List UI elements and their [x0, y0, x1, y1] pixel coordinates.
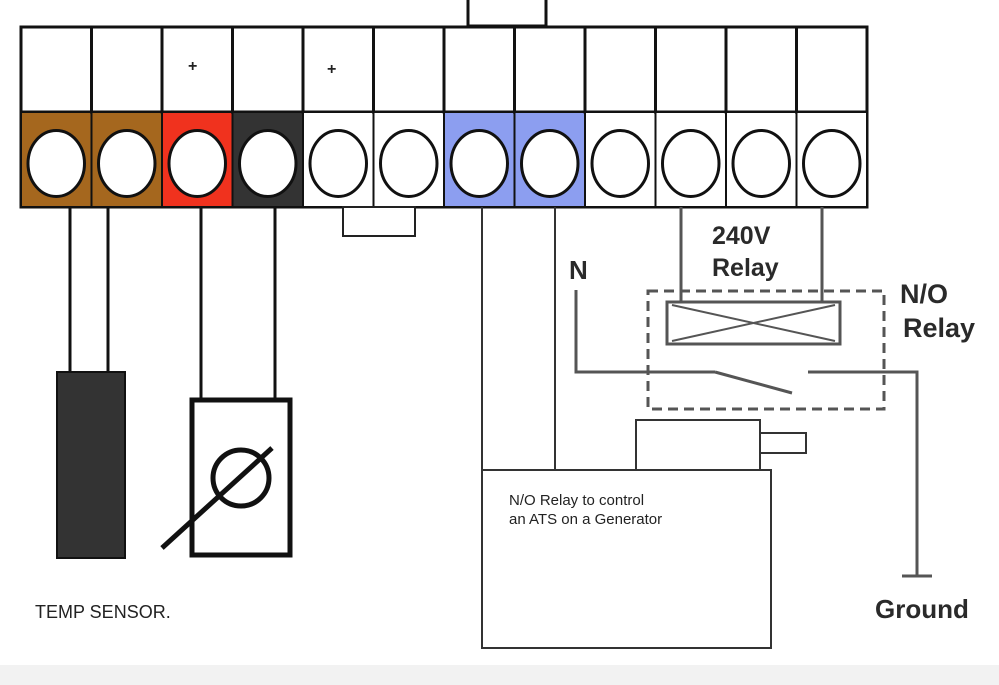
temp-sensor-label: TEMP SENSOR.	[35, 602, 171, 622]
ground-label: Ground	[875, 594, 969, 624]
terminal-screw-icon	[449, 129, 509, 198]
diagram-drawing	[19, 0, 932, 649]
connector-nub	[466, 0, 548, 28]
terminal-screw-icon	[379, 129, 439, 198]
terminal-9	[583, 25, 657, 208]
terminal-screw-icon	[520, 129, 580, 198]
footer-band	[0, 665, 999, 685]
relay-240v-label-line1: 240V	[712, 222, 771, 250]
terminal-row	[19, 25, 869, 208]
relay-enclosure	[646, 289, 886, 411]
terminal-screw-icon	[661, 129, 721, 198]
no-relay-label-line1: N/O	[900, 279, 949, 309]
no-relay-label-line2: Relay	[903, 313, 976, 343]
relay-coil-icon	[665, 300, 842, 346]
terminal-3	[160, 25, 234, 208]
terminal-4	[231, 25, 305, 208]
terminal-6	[372, 25, 446, 208]
current-transformer-icon	[160, 397, 293, 558]
terminal-11	[724, 25, 798, 208]
terminal-screw-icon	[26, 129, 86, 198]
ats-box-label-line1: N/O Relay to control	[509, 492, 645, 509]
mounting-tab	[342, 206, 416, 237]
generator-box-icon	[481, 419, 807, 649]
terminal-screw-icon	[238, 129, 298, 198]
relay-switch-icon	[574, 290, 919, 575]
terminal-5	[301, 25, 375, 208]
terminal-10	[654, 25, 728, 208]
terminal-screw-icon	[97, 129, 157, 198]
terminal-2	[90, 25, 164, 208]
plus-mark-1: +	[188, 58, 198, 75]
terminal-screw-icon	[731, 129, 791, 198]
terminal-screw-icon	[308, 129, 368, 198]
terminal-screw-icon	[167, 129, 227, 198]
relay-240v-label-line2: Relay	[712, 254, 779, 282]
plus-mark-2: +	[327, 61, 337, 78]
terminal-8	[513, 25, 587, 208]
temp-sensor-probe-icon	[56, 371, 126, 559]
terminal-7	[442, 25, 516, 208]
neutral-label: N	[569, 255, 588, 285]
terminal-12	[795, 25, 869, 208]
ats-box-label-line2: an ATS on a Generator	[509, 511, 663, 528]
terminal-1	[19, 25, 93, 208]
terminal-screw-icon	[802, 129, 862, 198]
wiring-diagram: + + N 240V Relay N/O Relay N/O Relay to …	[19, 0, 976, 649]
terminal-screw-icon	[590, 129, 650, 198]
